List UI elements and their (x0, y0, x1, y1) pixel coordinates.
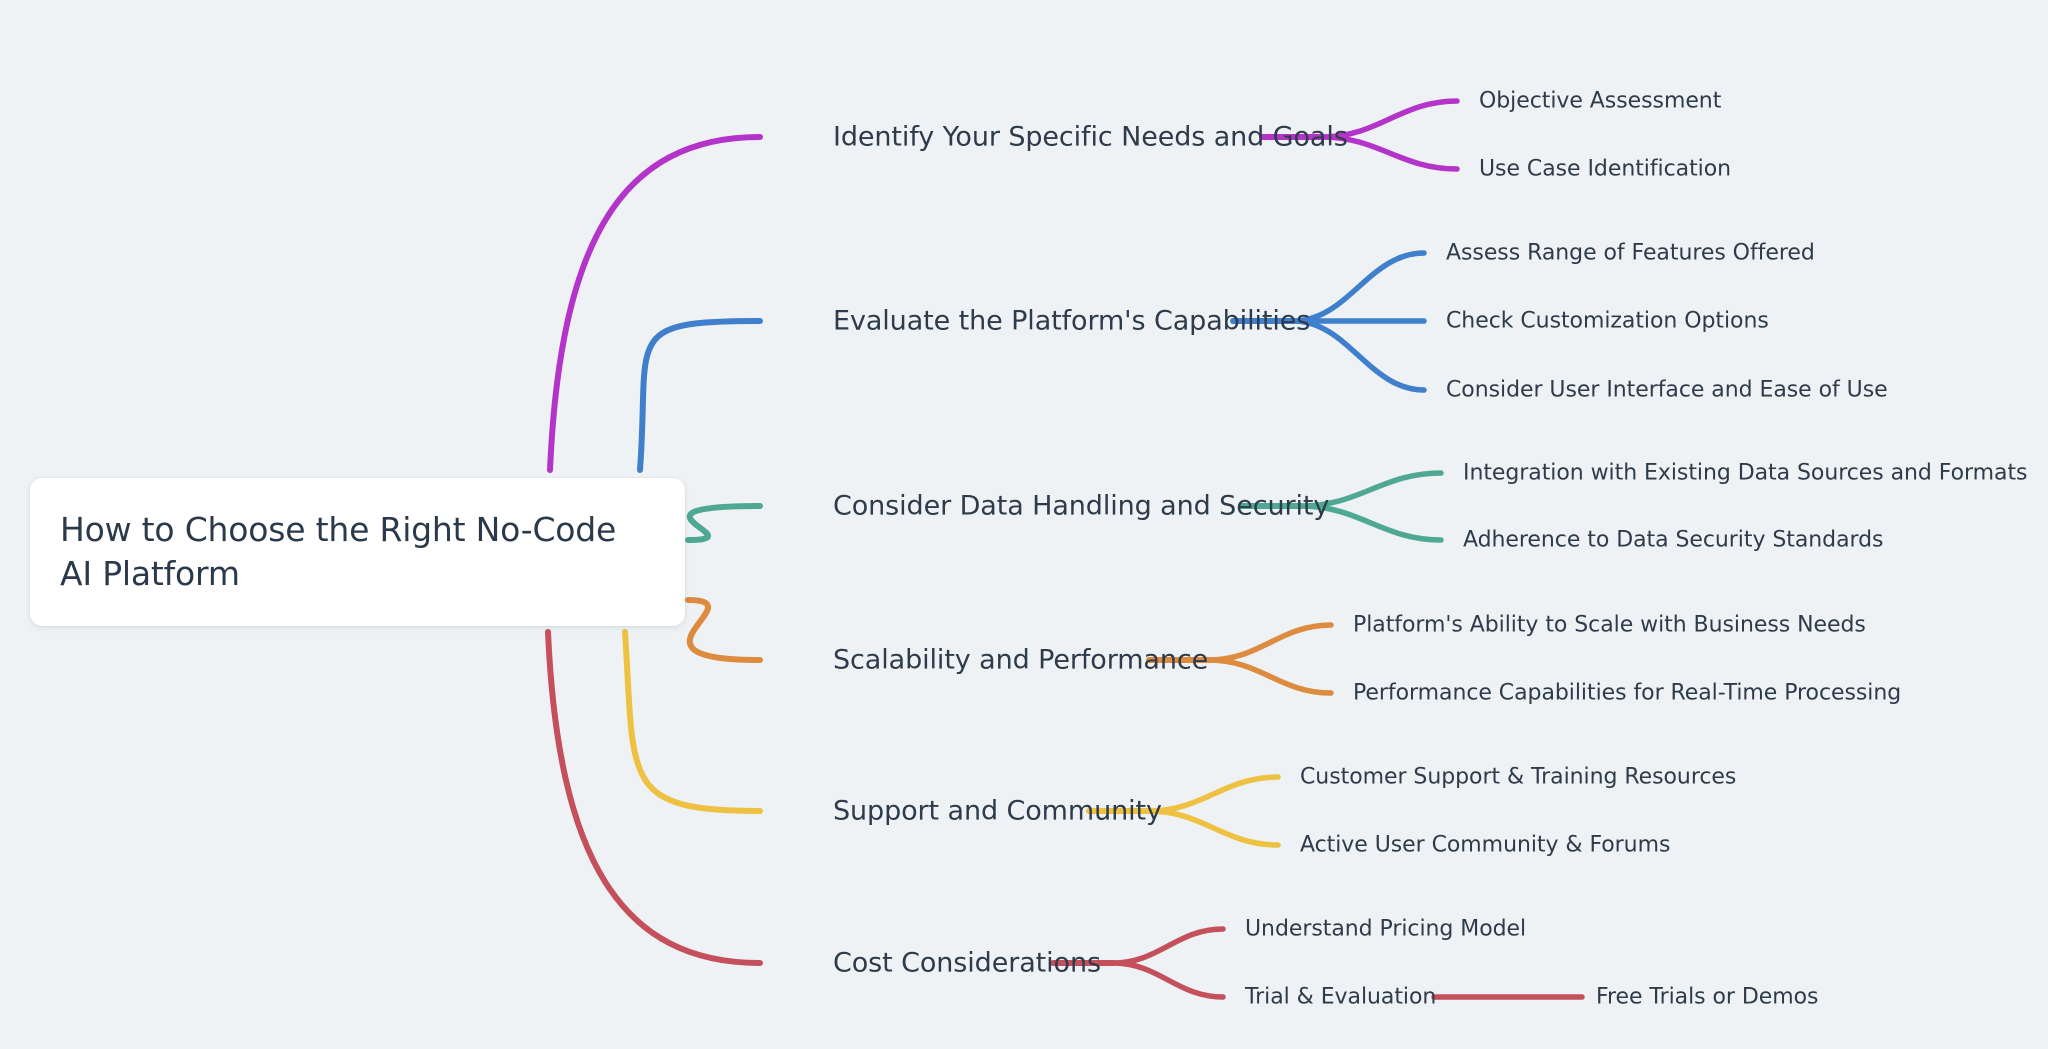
root-node-label: How to Choose the Right No-Code AI Platf… (60, 510, 617, 593)
mindmap-edge (1146, 774, 1281, 814)
mindmap-edge (1146, 808, 1281, 848)
child-label-3-2[interactable]: Adherence to Data Security Standards (1463, 527, 1884, 553)
mindmap-edge (622, 629, 763, 814)
mindmap-edge (637, 318, 763, 473)
child-label-1-1[interactable]: Objective Assessment (1479, 88, 1722, 114)
child-label-5-1[interactable]: Customer Support & Training Resources (1300, 764, 1737, 790)
child-label-4-1[interactable]: Platform's Ability to Scale with Busines… (1353, 612, 1866, 638)
branch-label-4[interactable]: Scalability and Performance (833, 644, 1209, 676)
mindmap-edge (545, 629, 763, 966)
mindmap-edge (547, 134, 763, 473)
branch-label-2[interactable]: Evaluate the Platform's Capabilities (833, 305, 1311, 337)
mindmap-edge (1110, 926, 1226, 966)
child-label-6-2[interactable]: Trial & Evaluation (1245, 984, 1437, 1010)
root-node-card[interactable]: How to Choose the Right No-Code AI Platf… (30, 478, 685, 626)
branch-label-6[interactable]: Cost Considerations (833, 947, 1101, 979)
mindmap-edge (1290, 318, 1427, 393)
mindmap-edge (1290, 250, 1427, 324)
child-label-3-1[interactable]: Integration with Existing Data Sources a… (1463, 460, 2028, 486)
mindmap-edge (1110, 960, 1226, 1000)
mindmap-edge (1206, 622, 1334, 663)
child-label-1-2[interactable]: Use Case Identification (1479, 156, 1732, 182)
mindmap-edge (685, 503, 763, 543)
child-label-2-1[interactable]: Assess Range of Features Offered (1446, 240, 1815, 266)
branch-label-1[interactable]: Identify Your Specific Needs and Goals (833, 121, 1348, 153)
child-label-2-2[interactable]: Check Customization Options (1446, 308, 1769, 334)
child-label-6-1[interactable]: Understand Pricing Model (1245, 916, 1527, 942)
mindmap-edge (685, 597, 763, 663)
branch-label-3[interactable]: Consider Data Handling and Security (833, 490, 1330, 522)
grandchild-label-6-2-1[interactable]: Free Trials or Demos (1596, 984, 1819, 1010)
mindmap-edge (1206, 657, 1334, 696)
child-label-5-2[interactable]: Active User Community & Forums (1300, 832, 1671, 858)
child-label-4-2[interactable]: Performance Capabilities for Real-Time P… (1353, 680, 1902, 706)
branch-label-5[interactable]: Support and Community (833, 795, 1162, 827)
child-label-2-3[interactable]: Consider User Interface and Ease of Use (1446, 377, 1888, 403)
